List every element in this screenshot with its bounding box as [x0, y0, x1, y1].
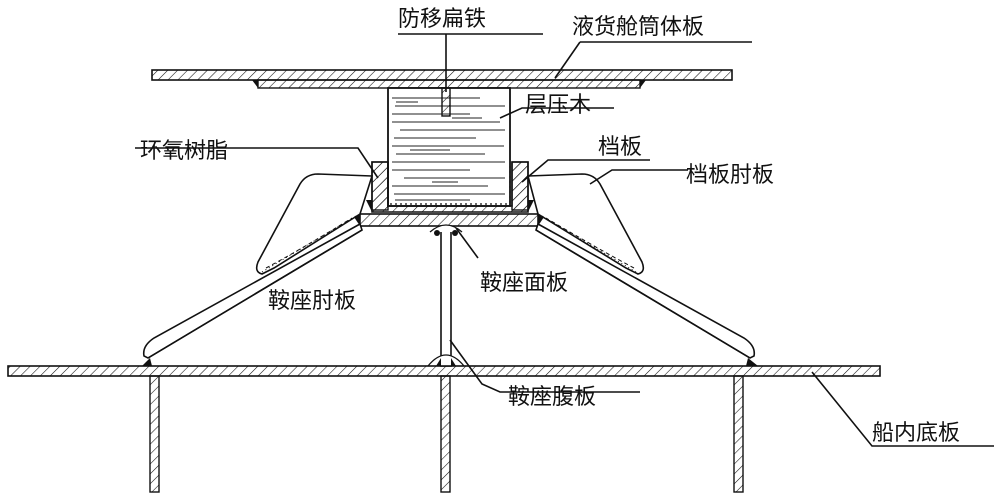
saddle-bracket-right — [535, 222, 756, 359]
stop-plate-bracket-right — [526, 173, 645, 275]
anti-shift-flat-bar — [441, 87, 451, 117]
label-stop-plate-bracket: 档板肘板 — [686, 163, 774, 188]
stop-plate-bracket-left — [255, 173, 374, 275]
label-stop-plate: 档板 — [598, 135, 642, 160]
label-saddle-face-plate: 鞍座面板 — [480, 271, 568, 296]
saddle-web-plate — [427, 224, 465, 367]
label-epoxy-resin: 环氧树脂 — [140, 139, 228, 164]
saddle-face-plate — [352, 213, 546, 227]
saddle-bracket-left — [142, 222, 363, 359]
leader-lines — [135, 33, 994, 447]
label-saddle-bracket: 鞍座肘板 — [268, 289, 356, 314]
label-tank-shell-plate: 液货舱筒体板 — [572, 15, 704, 40]
label-inner-bottom-plate: 船内底板 — [872, 421, 960, 446]
bottom-stiffeners — [149, 375, 744, 493]
label-saddle-web-plate: 鞍座腹板 — [508, 385, 596, 410]
tank-shell-plate — [151, 69, 733, 89]
label-laminated-wood: 层压木 — [525, 93, 591, 118]
epoxy-resin-layer — [387, 166, 511, 205]
label-anti-shift-bar: 防移扁铁 — [398, 7, 486, 32]
